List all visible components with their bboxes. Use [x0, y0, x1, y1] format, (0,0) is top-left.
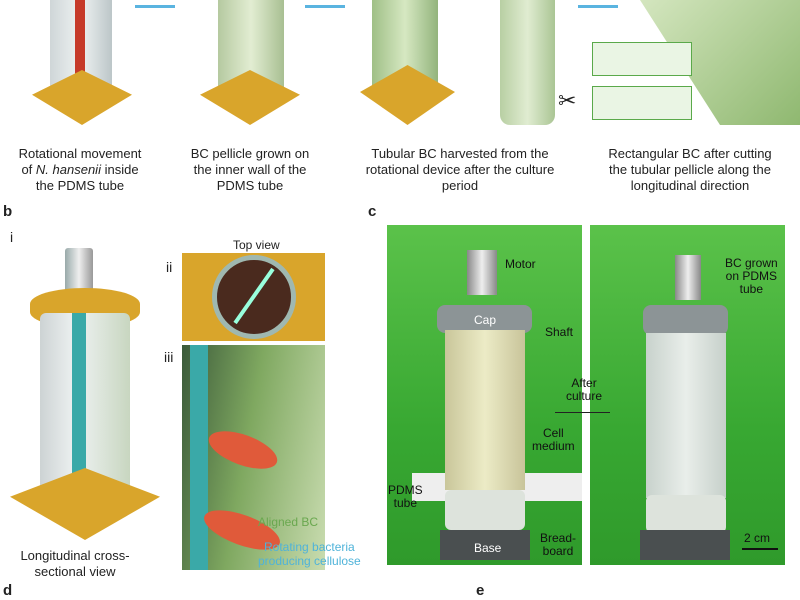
photo-after-culture: [590, 225, 785, 565]
caption-line: BC pellicle grown on: [190, 146, 310, 161]
caption-line: of N. hansenii inside: [0, 162, 175, 178]
label-line: tube: [393, 496, 418, 510]
cap-label: Cap: [474, 313, 497, 327]
scissors-icon: ✂: [558, 88, 577, 113]
panel-label-b: b: [3, 203, 13, 220]
process-arrow: [135, 5, 175, 8]
breadboard-label: Bread- board: [540, 532, 576, 558]
top-view-image: [182, 253, 325, 341]
caption-line: the inner wall of the: [193, 162, 307, 177]
aligned-bc-label: Aligned BC: [258, 515, 319, 529]
caption-line: PDMS tube: [216, 178, 284, 193]
label-line: Rotating bacteria: [264, 540, 355, 554]
label-line: producing cellulose: [258, 554, 361, 568]
cellulose-structure: [592, 42, 692, 76]
base-label: Base: [474, 541, 502, 555]
caption-line: sectional view: [34, 564, 116, 579]
caption-text: inside: [100, 162, 139, 177]
photo-before-culture: [387, 225, 582, 565]
panel-label-e: e: [476, 582, 485, 599]
label-line: After: [571, 376, 597, 390]
caption-rotational-movement: Rotational movement of N. hansenii insid…: [0, 146, 175, 194]
subpanel-label-ii: ii: [166, 259, 173, 275]
device-cross-section: [10, 248, 160, 540]
label-line: Cell: [543, 426, 564, 440]
subpanel-label-iii: iii: [164, 349, 174, 365]
panel-a-illustration-1: [20, 0, 140, 130]
tubular-bc: [500, 0, 555, 125]
after-culture-label: After culture: [566, 377, 602, 403]
panel-label-c: c: [368, 203, 377, 220]
cell-medium-label: Cell medium: [532, 427, 575, 453]
label-line: on PDMS: [725, 269, 778, 283]
subpanel-label-i: i: [10, 229, 14, 245]
caption-line: Rotational movement: [18, 146, 142, 161]
label-line: medium: [532, 439, 575, 453]
panel-a-illustration-2: [190, 0, 310, 130]
cellulose-structure: [592, 86, 692, 120]
label-line: Bread-: [540, 531, 577, 545]
scale-bar: [742, 548, 778, 550]
caption-bc-pellicle: BC pellicle grown on the inner wall of t…: [155, 146, 345, 194]
caption-line: rotational device after the culture: [365, 162, 555, 177]
closeup-image: [182, 345, 325, 570]
caption-longitudinal-view: Longitudinal cross- sectional view: [0, 548, 170, 580]
panel-label-d: d: [3, 582, 13, 599]
caption-line: Rectangular BC after cutting: [608, 146, 772, 161]
caption-rectangular-bc: Rectangular BC after cutting the tubular…: [595, 146, 785, 194]
motor-label: Motor: [505, 257, 536, 271]
process-arrow: [305, 5, 345, 8]
bc-grown-label: BC grown on PDMS tube: [725, 257, 778, 296]
top-view-title: Top view: [233, 238, 280, 252]
caption-line: the PDMS tube: [35, 178, 125, 193]
caption-line: Longitudinal cross-: [20, 548, 130, 563]
label-line: culture: [566, 389, 603, 403]
rotating-bacteria-label: Rotating bacteria producing cellulose: [258, 540, 361, 568]
process-arrow: [578, 5, 618, 8]
panel-a-illustration-3: [360, 0, 480, 130]
pdms-tube-label: PDMS tube: [388, 484, 423, 510]
caption-line: longitudinal direction: [630, 178, 750, 193]
caption-tubular-bc: Tubular BC harvested from the rotational…: [355, 146, 565, 194]
scale-bar-label: 2 cm: [744, 531, 771, 545]
caption-line: the tubular pellicle along the: [609, 162, 771, 177]
label-line: BC grown: [725, 256, 778, 270]
shaft-label: Shaft: [545, 325, 574, 339]
after-culture-arrow: [555, 412, 610, 413]
label-line: PDMS: [388, 483, 423, 497]
caption-line: Tubular BC harvested from the: [371, 146, 549, 161]
species-name: N. hansenii: [35, 162, 101, 177]
caption-text: of: [21, 162, 36, 177]
caption-line: period: [441, 178, 479, 193]
label-line: board: [542, 544, 574, 558]
label-line: tube: [739, 282, 764, 296]
